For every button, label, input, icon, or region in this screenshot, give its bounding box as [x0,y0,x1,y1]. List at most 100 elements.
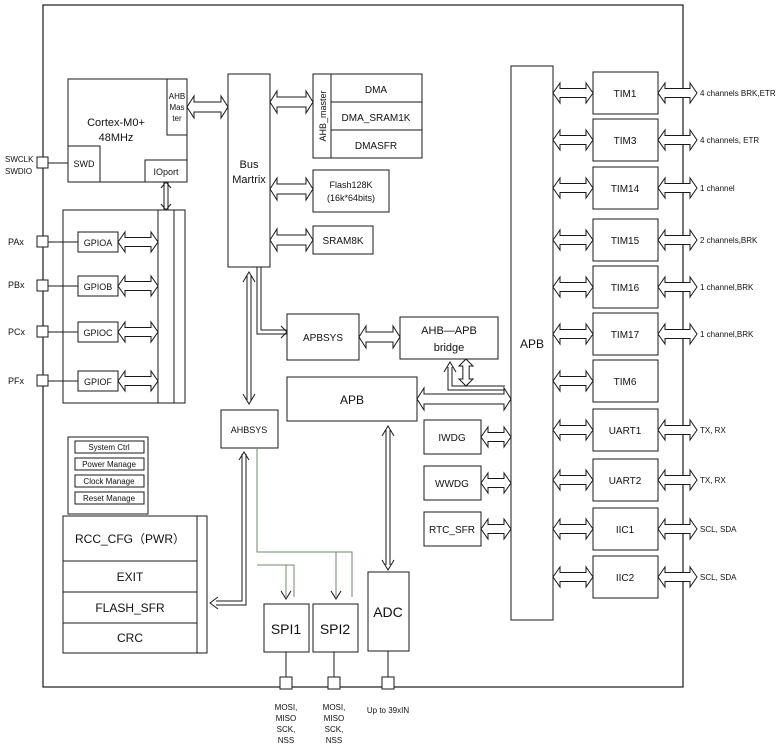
iic2-io-arrow [657,565,698,589]
core-frequency: 48MHz [99,132,134,144]
spi2-pin-2: MISO [324,714,344,723]
gpiof-bus-arrow [117,369,159,393]
cortex-core: Cortex-M0+ 48MHz AHB Mas ter SWD IOport [67,78,188,183]
gpiof-block: GPIOF [77,370,119,392]
busmatrix-flash-arrow [269,176,314,202]
rcc-cfg-box [62,515,198,562]
rtc-sfr-box [423,511,482,547]
crc-box [62,622,198,654]
bus-arrows [117,81,698,589]
busmatrix-dma-arrow [269,89,314,115]
apbsys-box [286,313,360,361]
peripheral-tim6: TIM6 [592,359,659,403]
tim1-io-arrow [657,81,698,105]
peripheral-name: UART2 [609,476,642,487]
peripheral-name: TIM15 [611,236,640,247]
pc-pin-pad [36,325,49,338]
flash-box [312,169,390,213]
apb-tim6-arrow [552,369,594,393]
apb-bus [510,65,554,621]
pb-pin-label: PBx [8,280,25,290]
swd-box [67,145,101,183]
apb-iic2-arrow [552,565,594,589]
apb-tim16-arrow [552,275,594,299]
spi2-pin-4: NSS [326,736,342,745]
busmatrix-apbsys-link-b [260,267,287,331]
exit-box [62,560,198,593]
reset-manage-label: Reset Manage [83,494,136,503]
bus-matrix-line2: Martrix [232,174,266,186]
bridge-apb-arrow [457,358,475,387]
spi2-pin-1: MOSI, [323,703,346,712]
spi2-pin-pad [327,676,341,690]
adc-pin-pad [381,676,395,690]
ahb-master-port-line3: ter [172,114,182,123]
dma-box [330,73,423,103]
ahb-master-port-line2: Mas [169,103,184,112]
gpioa-label: GPIOA [84,238,113,248]
apb-tim1-arrow [552,81,594,105]
rcc-cfg-label: RCC_CFG（PWR） [75,532,185,546]
sram-box [312,225,374,255]
sram-label: SRAM8K [322,236,363,247]
peripheral-io-label: 1 channel,BRK [700,330,754,339]
busmatrix-ahbsys-link [242,271,256,405]
apb-main-box [286,376,418,422]
apb-adc-link [381,425,395,571]
chip-outline [42,4,684,688]
gpioc-bus-arrow [117,320,159,344]
peripheral-name: IIC2 [616,573,635,584]
gpiob-block: GPIOB [77,275,119,297]
gpioc-block: GPIOC [77,321,119,343]
peripheral-io-label: TX, RX [700,426,726,435]
reset-manage-box [74,491,145,505]
tim3-io-arrow [657,128,698,152]
core-name: Cortex-M0+ [87,117,145,129]
iwdg-label: IWDG [438,433,465,444]
tim15-io-arrow [657,228,698,252]
ahb-master-label: AHB_master [318,90,328,141]
pa-pin-label: PAx [8,237,24,247]
peripheral-box [592,507,659,551]
gpioa-bus-arrow [117,230,159,254]
ahb-apb-bridge-box [399,316,499,360]
rtc-bus-arrow [480,517,512,541]
swclk-label: SWCLK [5,155,34,164]
pf-pin-pad [36,374,49,387]
tim16-io-arrow [657,275,698,299]
apb-tim14-arrow [552,176,594,200]
pf-pin-label: PFx [8,376,25,386]
iwdg-box [423,419,482,455]
gpiob-bus-arrow [117,274,159,298]
dma-sram-label: DMA_SRAM1K [342,113,411,124]
spi2-pin-3: SCK, [325,725,344,734]
apb-bridge-link [443,361,505,391]
peripheral-io-label: TX, RX [700,476,726,485]
peripheral-name: TIM1 [614,89,637,100]
ahbsys-flash-link [209,451,250,610]
gpio-bus [157,209,175,404]
peripheral-box [592,118,659,162]
rtc-sfr-label: RTC_SFR [429,525,475,536]
adc-pin-label: Up to 39xIN [367,706,409,715]
apb-main-label: APB [340,393,364,407]
peripheral-name: TIM16 [611,283,640,294]
peripheral-io-label: 4 channels BRK,ETR [700,89,776,98]
ahbsys-spi-link [256,448,353,600]
spi1-label: SPI1 [271,621,302,637]
swd-pin-pad [36,156,49,169]
peripheral-box [592,555,659,599]
core-busmatrix-arrow [186,94,229,120]
bridge-line1: AHB—APB [421,325,477,337]
spi1-pin-3: SCK, [277,725,296,734]
rcc-group: System Ctrl Power Manage Clock Manage Re… [62,436,208,654]
apb-iic1-arrow [552,517,594,541]
